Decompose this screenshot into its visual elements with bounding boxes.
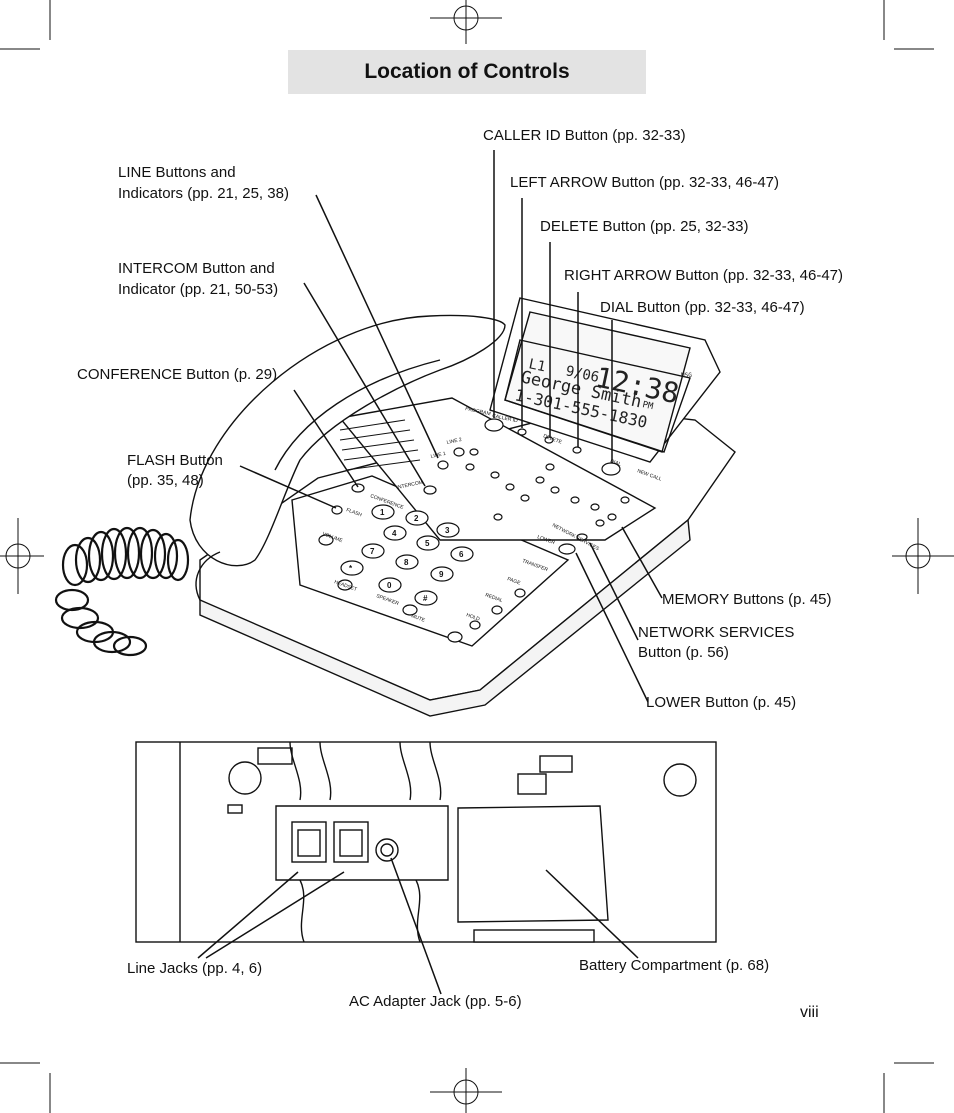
svg-text:LINE 1: LINE 1 [430, 451, 446, 460]
svg-text:REDIAL: REDIAL [484, 592, 503, 604]
line-1-button [437, 460, 449, 470]
delete-button [544, 436, 554, 444]
lcd-ampm: PM [641, 400, 654, 412]
label-network: NETWORK SERVICES [638, 624, 795, 641]
svg-text:CALLER ID: CALLER ID [492, 413, 519, 424]
svg-text:6: 6 [459, 550, 464, 559]
lcd-date: 9/06 [564, 363, 600, 386]
label-intercom: INTERCOM Button and [118, 260, 275, 277]
svg-text:3: 3 [445, 526, 450, 535]
lcd-line: L1 [527, 356, 547, 375]
label-line-buttons: LINE Buttons and [118, 164, 236, 181]
svg-text:LINE 2: LINE 2 [446, 437, 462, 446]
coiled-cord [54, 526, 190, 657]
svg-text:*: * [349, 564, 353, 573]
left-arrow-button [517, 428, 527, 436]
svg-text:2: 2 [414, 514, 419, 523]
label-ac-adapter: AC Adapter Jack (pp. 5-6) [349, 993, 522, 1010]
leader-lines-top [239, 150, 663, 703]
line-2-button [453, 447, 465, 457]
svg-text:#: # [423, 594, 428, 603]
right-arrow-button [572, 446, 582, 454]
label-memory: MEMORY Buttons (p. 45) [662, 591, 832, 608]
svg-text:1: 1 [380, 508, 385, 517]
title-box [288, 50, 646, 94]
conference-button [351, 483, 365, 493]
svg-text:5: 5 [425, 539, 430, 548]
page-title: Location of Controls [364, 60, 570, 83]
svg-text:FLASH: FLASH [345, 507, 363, 518]
label-left-arrow: LEFT ARROW Button (pp. 32-33, 46-47) [510, 174, 780, 191]
svg-text:PROGRAM: PROGRAM [465, 406, 492, 417]
svg-text:8: 8 [404, 558, 409, 567]
keypad-digits: 1 2 3 4 5 6 7 8 9 * 0 # [349, 508, 464, 603]
svg-text:0: 0 [387, 581, 392, 590]
svg-text:DIAL: DIAL [609, 458, 622, 468]
phone-buttons [318, 418, 630, 643]
svg-text:MUTE: MUTE [410, 613, 426, 624]
svg-text:HOLD: HOLD [465, 612, 480, 623]
phone-bottom-view [135, 741, 717, 943]
caller-id-button [484, 418, 504, 432]
label-flash-2: (pp. 35, 48) [127, 472, 204, 489]
svg-text:4: 4 [392, 529, 397, 538]
label-intercom-2: Indicator (pp. 21, 50-53) [118, 281, 279, 298]
label-delete: DELETE Button (pp. 25, 32-33) [540, 218, 749, 235]
label-network-2: Button (p. 56) [638, 644, 729, 661]
label-caller-id: CALLER ID Button (pp. 32-33) [483, 127, 686, 144]
lower-button [558, 543, 576, 555]
svg-text:9: 9 [439, 570, 444, 579]
label-line-buttons-2: Indicators (pp. 21, 25, 38) [118, 185, 289, 202]
label-dial: DIAL Button (pp. 32-33, 46-47) [600, 299, 805, 316]
label-battery: Battery Compartment (p. 68) [579, 957, 770, 974]
intercom-button [423, 485, 437, 495]
leader-lines-bottom [197, 857, 639, 995]
label-conference: CONFERENCE Button (p. 29) [77, 366, 278, 383]
label-lower: LOWER Button (p. 45) [646, 694, 797, 711]
page-number: viii [800, 1004, 819, 1021]
label-right-arrow: RIGHT ARROW Button (pp. 32-33, 46-47) [564, 267, 844, 284]
svg-text:PAGE: PAGE [506, 576, 521, 586]
svg-text:7: 7 [370, 547, 375, 556]
lcd-msg: MSG [681, 372, 692, 379]
label-flash: FLASH Button [127, 452, 223, 469]
dial-button [601, 462, 621, 476]
network-button [576, 533, 588, 541]
svg-text:INTERCOM: INTERCOM [396, 480, 423, 491]
label-line-jacks: Line Jacks (pp. 4, 6) [127, 960, 263, 977]
